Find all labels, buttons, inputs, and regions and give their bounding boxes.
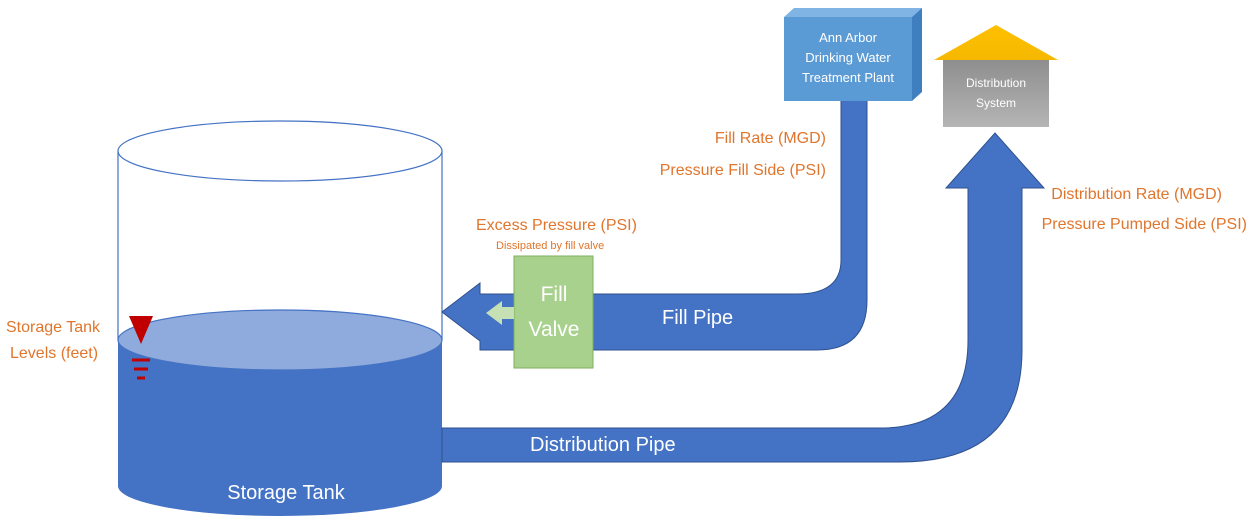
fill-valve-label-line2: Valve bbox=[529, 318, 580, 341]
plant-label-line3: Treatment Plant bbox=[802, 70, 894, 85]
dissipated-label: Dissipated by fill valve bbox=[496, 240, 604, 252]
tank-levels-label-line1: Storage Tank bbox=[6, 319, 101, 336]
pressure-pumped-label: Pressure Pumped Side (PSI) bbox=[1042, 216, 1247, 233]
fill-pipe bbox=[441, 99, 868, 351]
fill-valve-label-line1: Fill bbox=[541, 283, 568, 306]
tank-water-surface bbox=[117, 309, 443, 371]
distribution-label-line2: System bbox=[976, 96, 1016, 110]
fill-valve-box bbox=[513, 255, 594, 369]
plant-box-side bbox=[912, 8, 922, 101]
plant-label-line2: Drinking Water bbox=[805, 50, 891, 65]
distribution-roof bbox=[934, 25, 1058, 60]
fill-pipe-label: Fill Pipe bbox=[662, 307, 733, 329]
plant-label-line1: Ann Arbor bbox=[819, 30, 877, 45]
fill-rate-label: Fill Rate (MGD) bbox=[715, 130, 826, 147]
tank-top-rim bbox=[117, 120, 443, 182]
storage-tank-label: Storage Tank bbox=[227, 482, 345, 504]
tank-levels-label-line2: Levels (feet) bbox=[10, 345, 98, 362]
distribution-pipe-label: Distribution Pipe bbox=[530, 434, 676, 456]
fill-valve-arrow bbox=[486, 301, 522, 325]
excess-pressure-label: Excess Pressure (PSI) bbox=[476, 217, 637, 234]
distribution-rate-label: Distribution Rate (MGD) bbox=[1051, 186, 1222, 203]
pressure-fill-label: Pressure Fill Side (PSI) bbox=[660, 162, 826, 179]
distribution-pipe bbox=[441, 132, 1046, 463]
tank-water-body bbox=[118, 340, 442, 516]
plant-box-front bbox=[784, 17, 912, 101]
distribution-label-line1: Distribution bbox=[966, 76, 1026, 90]
level-marker-icon bbox=[129, 316, 153, 344]
distribution-box bbox=[943, 60, 1049, 127]
plant-box-top bbox=[784, 8, 922, 17]
